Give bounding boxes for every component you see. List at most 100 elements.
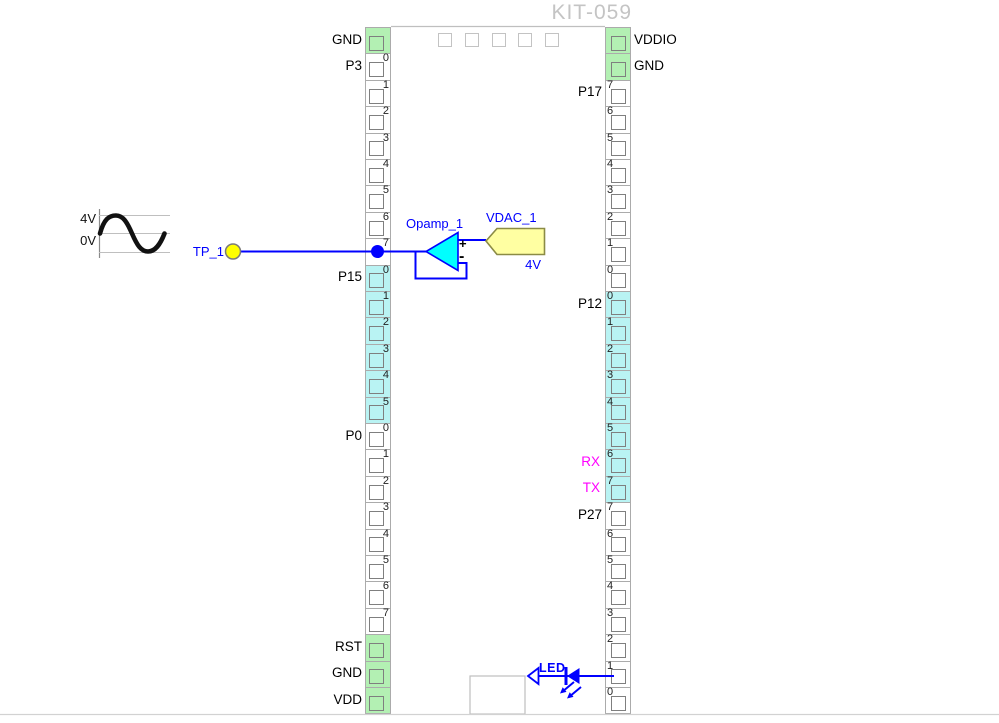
pin-number: 7	[607, 474, 614, 487]
pin-pad	[369, 616, 384, 632]
sine-waveform-graphic	[97, 209, 170, 258]
pin-p27-3[interactable]: 3	[605, 606, 631, 636]
pin-pad	[369, 484, 384, 500]
pin-pad	[611, 590, 626, 606]
waveform-high-label: 4V	[80, 211, 96, 226]
header-pin[interactable]	[464, 32, 479, 47]
pin-number: 4	[607, 580, 614, 593]
pin-p15-4[interactable]: 4	[365, 369, 391, 398]
pin-pad	[369, 220, 384, 236]
header-pin[interactable]	[438, 32, 452, 47]
pin-p17-5[interactable]: 5	[605, 131, 631, 160]
pin-number: 7	[607, 78, 614, 91]
header-pin[interactable]	[545, 32, 560, 47]
pin-p3-5[interactable]: 5	[365, 184, 391, 213]
pin-number: 1	[382, 448, 389, 461]
vdac-symbol[interactable]	[484, 227, 546, 256]
header-pin[interactable]	[518, 32, 533, 47]
pin-vddio-0[interactable]	[605, 27, 631, 55]
pin-p27-0[interactable]: 0	[605, 686, 631, 715]
pin-group-label-p0: P0	[345, 427, 362, 443]
pin-pad	[611, 62, 626, 78]
led-symbol[interactable]	[526, 666, 614, 699]
pin-p0-0[interactable]: 0	[365, 422, 391, 451]
pin-number: 2	[382, 474, 389, 487]
pin-number: 3	[607, 606, 614, 619]
pin-number: 2	[607, 342, 614, 355]
pin-pad	[611, 35, 626, 51]
pin-number: 6	[382, 580, 389, 593]
pin-number: 5	[607, 131, 614, 144]
testpoint-label: TP_1	[192, 244, 224, 259]
pin-group-label-p15: P15	[337, 269, 362, 285]
signal-tag-tx: TX	[582, 480, 600, 496]
opamp-feedback-wire[interactable]	[414, 251, 468, 280]
pin-pad	[369, 115, 384, 131]
pin-p3-4[interactable]: 4	[365, 158, 391, 187]
sine-wave-curve	[97, 213, 167, 254]
pin-p15-5[interactable]: 5	[365, 396, 391, 424]
pin-pad	[369, 62, 384, 78]
pin-number: 0	[607, 686, 614, 698]
pin-number: 1	[607, 237, 614, 250]
pin-number: 4	[607, 158, 614, 170]
pin-pad	[611, 299, 626, 315]
pin-p0-7[interactable]: 7	[365, 607, 391, 636]
pin-rst-23[interactable]	[365, 634, 391, 662]
pin-pad	[611, 247, 626, 263]
opamp-triangle[interactable]	[424, 231, 459, 272]
pin-p17-1[interactable]: 1	[605, 237, 631, 266]
pin-pad	[611, 405, 626, 421]
pin-vdd-25[interactable]	[365, 687, 391, 715]
pin-group-label-rst: RST	[335, 638, 362, 654]
pin-p17-7[interactable]: 7	[605, 78, 631, 108]
pin-p17-4[interactable]: 4	[605, 158, 631, 187]
pin-pad	[369, 431, 384, 447]
pin-group-label-vddio: VDDIO	[634, 31, 677, 47]
pin-p17-0[interactable]: 0	[605, 264, 631, 292]
pin-pad	[369, 590, 384, 606]
pin-pad	[611, 616, 626, 632]
pin-pad	[611, 326, 626, 342]
led-label: LED	[539, 661, 566, 675]
testpoint-tp1-symbol[interactable]	[224, 243, 242, 260]
pin-pad	[611, 352, 626, 368]
pin-p27-1[interactable]: 1	[605, 660, 631, 688]
pin-pad	[369, 194, 384, 210]
pin-p0-1[interactable]: 1	[365, 448, 391, 477]
pin-p15-0[interactable]: 0	[365, 264, 391, 292]
pin-pad	[611, 484, 626, 500]
pin-pad	[369, 511, 384, 527]
pin-pad	[369, 167, 384, 183]
pin-group-label-p12: P12	[577, 295, 602, 311]
pin-number: 0	[607, 290, 614, 302]
pin-number: 6	[382, 210, 389, 223]
pin-p0-5[interactable]: 5	[365, 554, 391, 583]
pin-p12-6[interactable]: 6	[605, 448, 631, 477]
pin-pad	[611, 141, 626, 157]
pin-p15-1[interactable]: 1	[365, 290, 391, 319]
pin-number: 7	[382, 237, 389, 250]
pin-pad	[369, 326, 384, 342]
pin-pad	[611, 431, 626, 447]
pin-p0-6[interactable]: 6	[365, 580, 391, 609]
header-pin[interactable]	[491, 32, 506, 47]
pin-p17-6[interactable]: 6	[605, 105, 631, 134]
pin-p27-7[interactable]: 7	[605, 501, 631, 530]
pin-p17-3[interactable]: 3	[605, 184, 631, 213]
pin-pad	[611, 115, 626, 131]
pin-group-label-vdd: VDD	[333, 691, 362, 707]
pin-number: 3	[382, 131, 389, 144]
pin-p0-4[interactable]: 4	[365, 528, 391, 556]
pin-group-label-gnd: GND	[332, 665, 362, 681]
pin-p27-2[interactable]: 2	[605, 633, 631, 662]
pin-pad	[611, 194, 626, 210]
pin-pad	[369, 537, 384, 553]
pin-pad	[611, 88, 626, 104]
pin-p27-5[interactable]: 5	[605, 554, 631, 583]
pin-number: 1	[607, 316, 614, 329]
pin-number: 7	[607, 501, 614, 514]
pin-pad	[369, 299, 384, 315]
